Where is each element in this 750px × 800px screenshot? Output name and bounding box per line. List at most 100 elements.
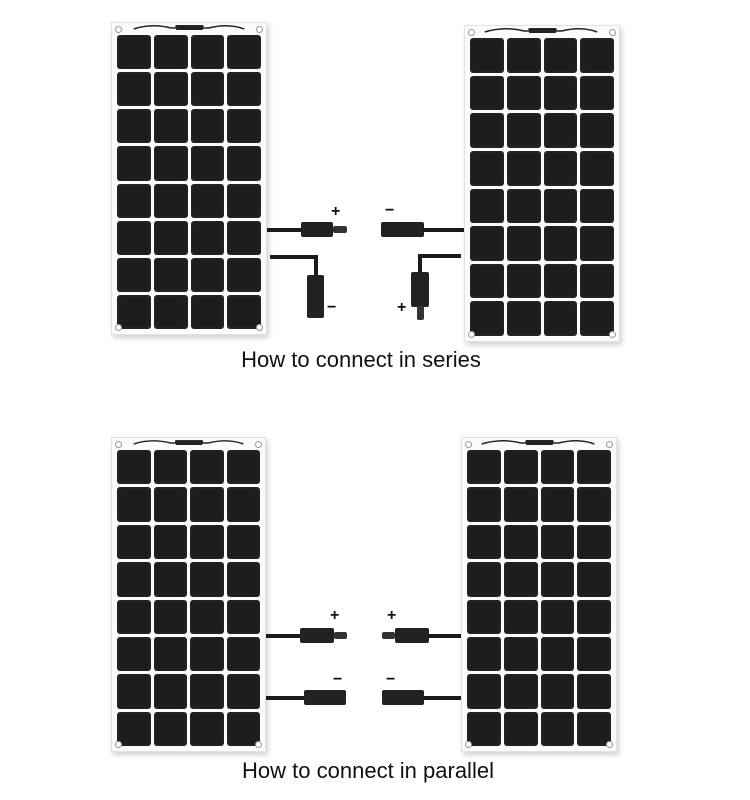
solar-cell: [470, 113, 504, 148]
solar-cell: [226, 450, 260, 485]
solar-cell: [226, 674, 260, 709]
solar-cell: [153, 183, 188, 218]
solar-cell: [117, 636, 151, 672]
solar-cell: [540, 711, 575, 746]
solar-cell: [227, 35, 261, 70]
solar-cell: [506, 38, 541, 73]
solar-cell-grid: [117, 450, 260, 746]
solar-cell: [226, 487, 260, 522]
junction-box-cable-icon: [481, 440, 595, 445]
solar-cell: [190, 72, 225, 107]
solar-cell: [117, 257, 151, 292]
solar-cell: [540, 450, 575, 485]
solar-cell: [117, 487, 151, 522]
solar-cell-grid: [117, 35, 261, 329]
solar-cell: [153, 72, 188, 107]
solar-cell: [227, 294, 261, 329]
solar-cell: [580, 38, 614, 73]
mounting-hole-icon: [115, 741, 122, 748]
parallel-left-negative-cable: [266, 696, 306, 700]
solar-cell: [190, 109, 225, 144]
junction-box-cable-icon: [133, 440, 244, 445]
solar-cell: [226, 711, 260, 746]
parallel-right-negative-cable: [423, 696, 461, 700]
series-right-negative-cable: [422, 228, 464, 232]
parallel-left-positive-sign: +: [330, 607, 340, 624]
mounting-hole-icon: [468, 331, 475, 338]
solar-cell: [543, 113, 578, 148]
solar-cell: [467, 524, 501, 560]
solar-cell: [190, 636, 224, 672]
solar-cell: [153, 487, 187, 522]
solar-cell: [227, 109, 261, 144]
solar-cell: [506, 301, 541, 336]
solar-cell: [577, 674, 611, 709]
solar-cell: [153, 711, 187, 746]
parallel-right-positive-cable: [428, 634, 461, 638]
solar-cell: [543, 38, 578, 73]
solar-cell: [153, 294, 188, 329]
solar-cell: [577, 487, 611, 522]
solar-cell: [543, 188, 578, 224]
solar-cell: [117, 294, 151, 329]
solar-cell: [503, 599, 538, 634]
solar-cell: [503, 636, 538, 672]
mounting-hole-icon: [256, 26, 263, 33]
solar-cell: [117, 599, 151, 634]
solar-cell: [577, 450, 611, 485]
solar-cell: [503, 674, 538, 709]
solar-cell: [470, 226, 504, 261]
series-right-positive-sign: +: [397, 299, 407, 316]
series-right-negative-connector-icon: [381, 222, 424, 237]
solar-cell: [117, 562, 151, 597]
solar-cell: [467, 450, 501, 485]
series-right-positive-pin: [417, 306, 424, 320]
series-caption: How to connect in series: [241, 347, 481, 372]
mounting-hole-icon: [465, 741, 472, 748]
solar-cell: [190, 183, 225, 218]
mounting-hole-icon: [468, 29, 475, 36]
solar-cell: [577, 562, 611, 597]
solar-cell: [190, 146, 225, 181]
solar-cell: [467, 599, 501, 634]
solar-cell: [577, 599, 611, 634]
solar-cell: [506, 226, 541, 261]
solar-cell: [540, 674, 575, 709]
parallel-left-negative-sign: −: [333, 671, 343, 688]
solar-cell: [117, 711, 151, 746]
solar-cell: [470, 38, 504, 73]
solar-cell: [580, 150, 614, 186]
series-left-positive-connector-icon: [301, 222, 333, 237]
series-left-negative-cable-drop: [314, 255, 318, 277]
solar-cell: [153, 562, 187, 597]
solar-cell: [226, 562, 260, 597]
parallel-left-solar-panel: [111, 437, 266, 752]
solar-cell: [226, 524, 260, 560]
series-left-positive-cable: [267, 228, 303, 232]
junction-box-cable-icon: [484, 28, 598, 33]
solar-cell: [190, 674, 224, 709]
mounting-hole-icon: [606, 741, 613, 748]
solar-cell: [577, 524, 611, 560]
series-right-positive-cable: [418, 254, 461, 258]
solar-cell: [227, 220, 261, 255]
solar-cell: [117, 109, 151, 144]
solar-cell: [117, 524, 151, 560]
series-left-negative-cable: [270, 255, 318, 259]
solar-cell: [470, 263, 504, 299]
series-left-solar-panel: [111, 22, 267, 335]
solar-cell: [190, 220, 225, 255]
solar-cell: [153, 146, 188, 181]
series-left-positive-sign: +: [331, 203, 341, 220]
solar-cell: [117, 146, 151, 181]
solar-cell: [153, 450, 187, 485]
solar-cell: [506, 113, 541, 148]
series-left-negative-sign: −: [327, 299, 337, 316]
solar-cell: [506, 150, 541, 186]
solar-cell-grid: [467, 450, 611, 746]
parallel-right-positive-connector-icon: [395, 628, 429, 643]
solar-cell: [227, 72, 261, 107]
mounting-hole-icon: [606, 441, 613, 448]
solar-cell: [153, 674, 187, 709]
solar-cell: [117, 674, 151, 709]
